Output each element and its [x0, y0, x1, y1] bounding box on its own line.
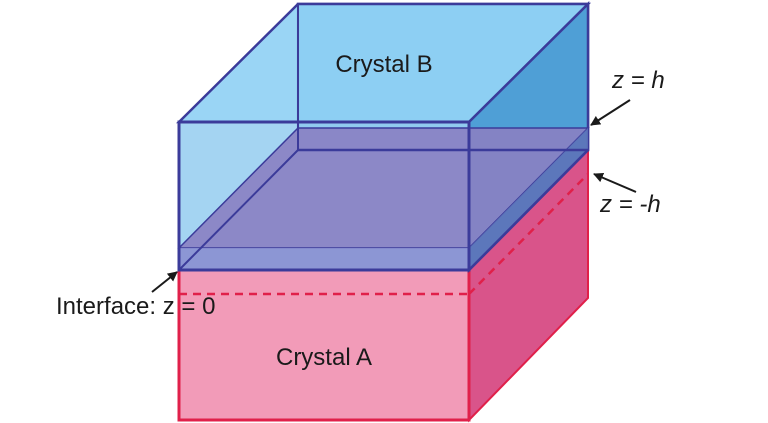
z-h-arrow [590, 99, 631, 126]
crystal-b-label: Crystal B [335, 51, 432, 78]
z-h-label: z = h [611, 67, 665, 94]
overlap-front-band [179, 248, 469, 270]
z-minus-h-dashed-line [179, 173, 589, 296]
overlap-region [177, 127, 590, 270]
crystal-b-front-outline [177, 4, 589, 272]
crystal-a-label: Crystal A [276, 344, 372, 371]
z-minus-h-label: z = -h [599, 191, 661, 218]
overlap-side-band [469, 128, 588, 270]
z-minus-h-arrow [593, 172, 637, 193]
interface-arrow [151, 271, 178, 293]
interface-label: Interface: z = 0 [56, 293, 215, 320]
